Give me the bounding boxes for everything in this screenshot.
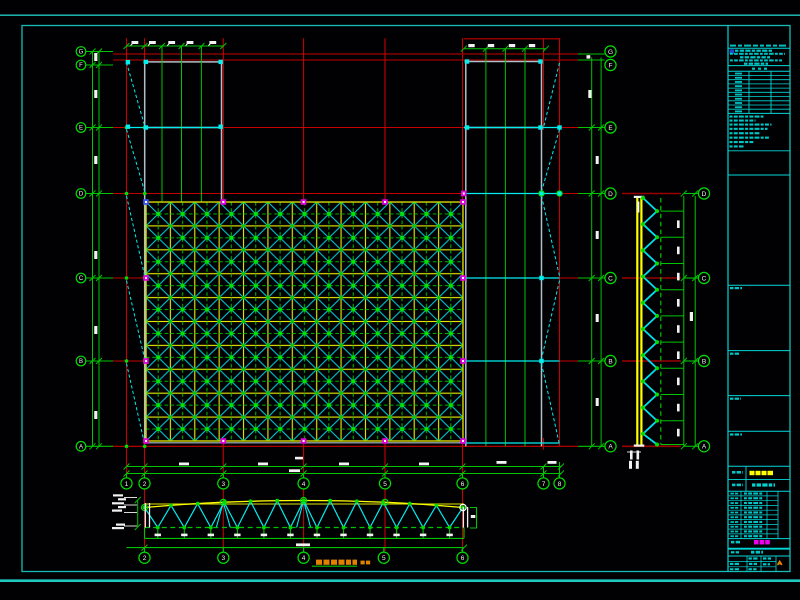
svg-text:C: C <box>79 276 84 282</box>
svg-text:F: F <box>609 62 613 69</box>
svg-text:E: E <box>79 126 83 132</box>
svg-text:4: 4 <box>302 555 306 562</box>
svg-text:A: A <box>79 445 83 451</box>
svg-text:4: 4 <box>302 481 306 488</box>
svg-text:C: C <box>702 275 707 282</box>
svg-text:D: D <box>79 192 84 198</box>
svg-text:3: 3 <box>221 481 225 488</box>
svg-text:D: D <box>702 191 707 198</box>
svg-text:B: B <box>79 359 83 365</box>
svg-text:2: 2 <box>143 555 147 562</box>
svg-text:C: C <box>608 275 613 282</box>
svg-text:G: G <box>79 50 84 56</box>
svg-text:E: E <box>608 125 613 132</box>
svg-text:B: B <box>608 358 612 365</box>
svg-text:G: G <box>608 49 613 56</box>
svg-text:3: 3 <box>221 555 225 562</box>
svg-text:2: 2 <box>143 481 147 488</box>
svg-text:5: 5 <box>382 555 386 562</box>
svg-text:7: 7 <box>542 481 546 488</box>
svg-text:6: 6 <box>461 481 465 488</box>
svg-text:A: A <box>608 444 613 451</box>
svg-text:8: 8 <box>558 481 562 488</box>
svg-text:F: F <box>79 63 83 69</box>
svg-text:D: D <box>608 191 613 198</box>
svg-text:1: 1 <box>125 481 129 488</box>
svg-text:6: 6 <box>461 555 465 562</box>
svg-text:B: B <box>702 358 706 365</box>
svg-text:5: 5 <box>383 481 387 488</box>
svg-text:A: A <box>702 444 707 451</box>
